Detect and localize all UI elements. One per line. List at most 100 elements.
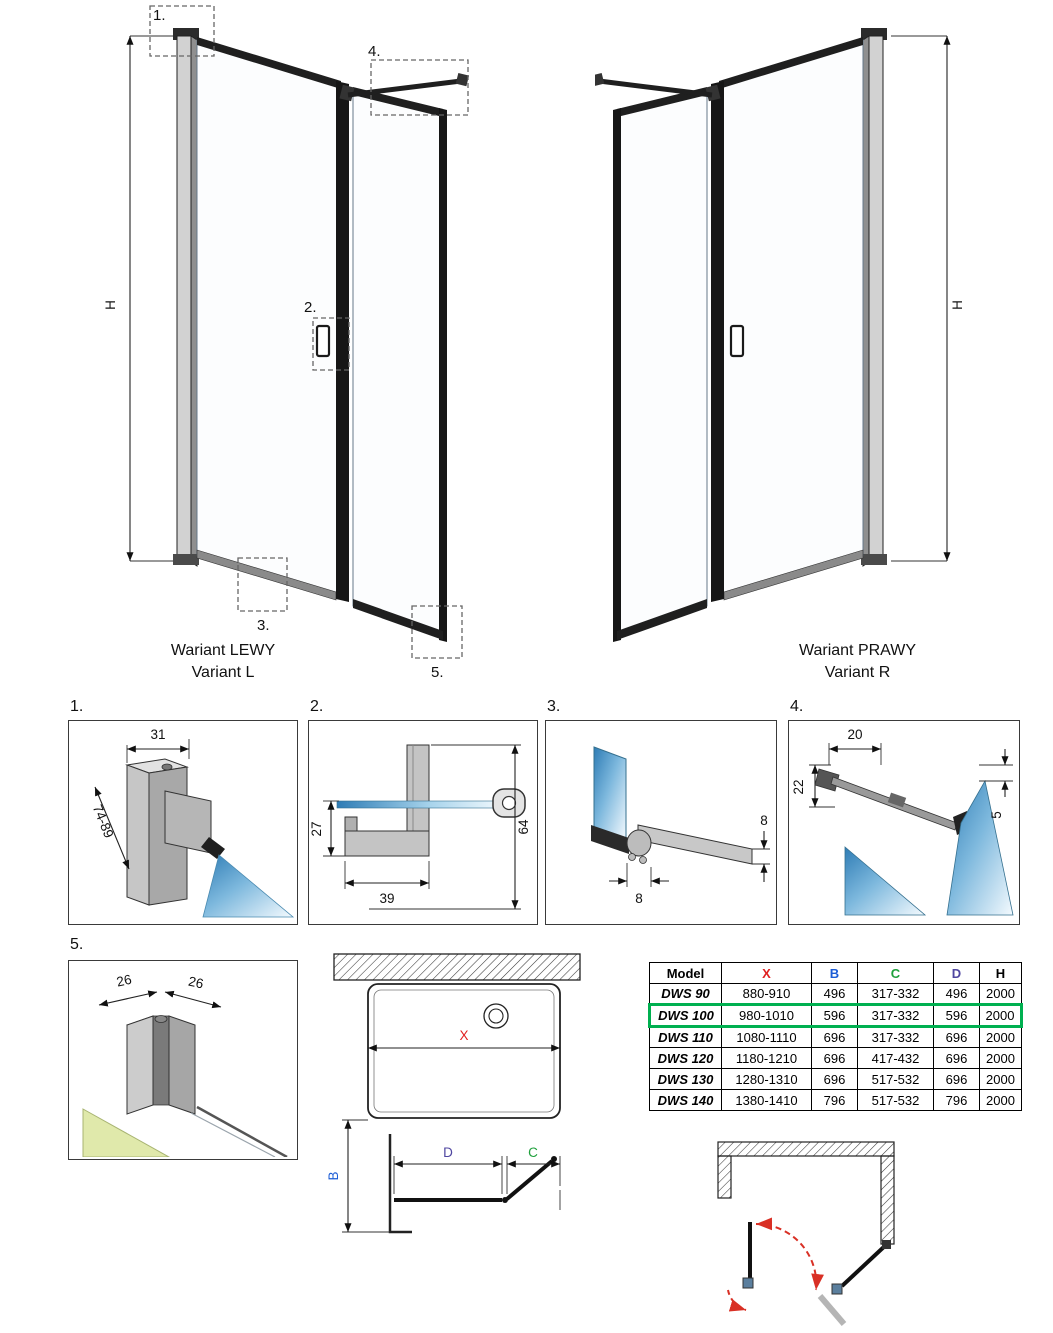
glass-bottom-edge <box>190 1105 288 1157</box>
door-handle <box>315 324 331 358</box>
wall-right <box>880 1155 895 1245</box>
callout-box-1 <box>149 5 215 57</box>
detail4-dim-right: 5 <box>989 811 1004 819</box>
door-swing-diagram <box>717 1141 895 1326</box>
header-x: X <box>721 962 812 984</box>
variant-left-caption: Wariant LEWY Variant L <box>108 640 338 684</box>
cell-h: 2000 <box>979 1047 1022 1069</box>
detail2-dim-total: 64 <box>516 819 531 835</box>
cell-x: 1080-1110 <box>721 1026 812 1048</box>
header-h: H <box>979 962 1022 984</box>
cell-x: 1380-1410 <box>721 1089 812 1111</box>
cell-b: 496 <box>811 983 858 1005</box>
cell-c: 317-332 <box>857 1026 934 1048</box>
detail5-dim-b: 26 <box>187 974 205 992</box>
cell-model: DWS 100 <box>648 1003 722 1028</box>
cell-d: 696 <box>933 1026 980 1048</box>
c-dim-label: C <box>528 1145 538 1160</box>
detail2-dim-drop: 27 <box>309 821 324 836</box>
detail-2-number: 2. <box>310 698 324 715</box>
detail-1-box: 31 74-89 <box>68 720 298 925</box>
callout-box-4 <box>370 59 469 116</box>
cell-c: 517-532 <box>857 1068 934 1090</box>
header-model: Model <box>649 962 722 984</box>
door-leaf-plan <box>742 1222 847 1326</box>
detail-2-drawing: 27 39 64 <box>309 744 531 910</box>
variant-right-title: Wariant PRAWY <box>798 642 917 659</box>
callout-box-2 <box>312 317 350 371</box>
cell-x: 1180-1210 <box>721 1047 812 1069</box>
detail4-dim-top: 20 <box>847 727 862 742</box>
callout-1-label: 1. <box>153 7 166 24</box>
variant-left-title: Wariant LEWY <box>170 642 276 659</box>
detail-3-drawing: 8 8 <box>591 746 770 906</box>
cell-c: 417-432 <box>857 1047 934 1069</box>
detail-3-number: 3. <box>547 698 561 715</box>
h-dimension-left: H <box>103 35 177 562</box>
swing-arc <box>727 1217 824 1312</box>
table-row-highlighted: DWS 100 980-1010 596 317-332 596 2000 <box>648 1003 1023 1028</box>
fixed-panel-plan <box>831 1240 891 1295</box>
callout-5-label: 5. <box>431 664 444 681</box>
table-row: DWS 130 1280-1310 696 517-532 696 2000 <box>649 1068 1022 1090</box>
variant-left-subtitle: Variant L <box>191 664 255 681</box>
cell-h: 2000 <box>979 1068 1022 1090</box>
cell-d: 796 <box>933 1089 980 1111</box>
bottom-seal-profile <box>626 824 753 865</box>
cell-x: 980-1010 <box>721 1003 812 1028</box>
wall-section <box>333 953 581 981</box>
glass-panel-edge <box>591 746 629 854</box>
cell-b: 796 <box>811 1089 858 1111</box>
b-dim-label: B <box>328 1171 341 1180</box>
cell-d: 696 <box>933 1068 980 1090</box>
top-view-drawing: X D C B <box>328 953 581 1234</box>
door-handle-right <box>729 324 745 358</box>
h-dim-label-right: H <box>950 300 965 310</box>
header-d: D <box>933 962 980 984</box>
cell-c: 317-332 <box>857 1003 934 1028</box>
detail-1-number: 1. <box>70 698 84 715</box>
detail-5-drawing: 26 26 <box>82 972 288 1157</box>
floor-guide-profile <box>126 1015 196 1115</box>
cell-b: 696 <box>811 1047 858 1069</box>
cell-c: 317-332 <box>857 983 934 1005</box>
detail3-dim-h: 8 <box>760 813 768 828</box>
callout-boxes <box>149 5 469 659</box>
wall-left <box>717 1155 732 1199</box>
support-bar-top-view <box>814 768 971 835</box>
glass-edge <box>336 800 494 809</box>
x-dim-label: X <box>459 1028 468 1043</box>
h-dimension-right: H <box>891 35 965 562</box>
shower-tray <box>367 983 561 1119</box>
table-row: DWS 140 1380-1410 796 517-532 796 2000 <box>649 1089 1022 1111</box>
door-assembly-mirrored <box>595 28 887 642</box>
cell-b: 696 <box>811 1068 858 1090</box>
detail2-dim-base: 39 <box>379 891 394 906</box>
callout-4-label: 4. <box>368 43 381 60</box>
cell-h: 2000 <box>979 1089 1022 1111</box>
glass-panels <box>844 779 1014 916</box>
detail-4-number: 4. <box>790 698 804 715</box>
cell-h: 2000 <box>979 1026 1022 1048</box>
detail3-dim-w: 8 <box>635 891 643 906</box>
table-row: DWS 120 1180-1210 696 417-432 696 2000 <box>649 1047 1022 1069</box>
detail-5-number: 5. <box>70 936 84 953</box>
cell-b: 596 <box>811 1003 858 1028</box>
callout-box-3 <box>237 557 288 612</box>
variant-right-drawing: H <box>595 28 965 642</box>
fixed-panel <box>352 87 447 642</box>
cell-model: DWS 140 <box>649 1089 722 1111</box>
wall-top <box>717 1141 895 1157</box>
cell-model: DWS 90 <box>649 983 722 1005</box>
callout-2-label: 2. <box>304 299 317 316</box>
wall-profile <box>173 28 199 567</box>
door-panel <box>196 37 349 602</box>
cell-model: DWS 120 <box>649 1047 722 1069</box>
cell-h: 2000 <box>979 1003 1023 1028</box>
cell-x: 880-910 <box>721 983 812 1005</box>
spec-table: Model X B C D H DWS 90 880-910 496 317-3… <box>648 962 1023 1111</box>
detail-4-box: 20 22 5 <box>788 720 1020 925</box>
cell-d: 596 <box>933 1003 980 1028</box>
detail-2-box: 27 39 64 <box>308 720 538 925</box>
